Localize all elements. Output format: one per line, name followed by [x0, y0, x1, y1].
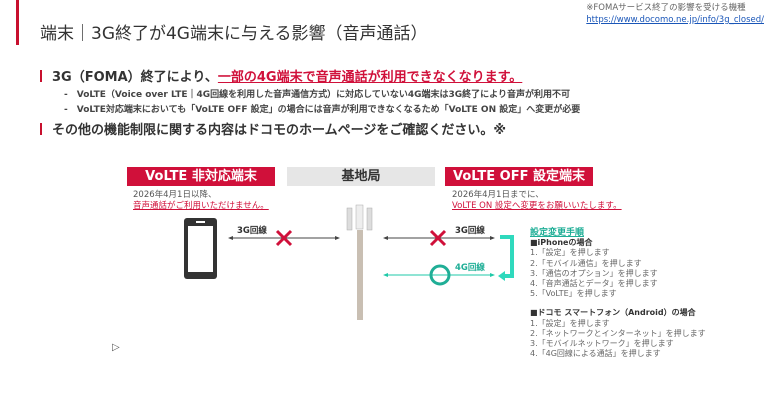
left-note-1: 2026年4月1日以降、: [133, 190, 217, 200]
title-accent-bar: [16, 0, 19, 45]
x-mark-icon: [275, 229, 293, 247]
sub-bullet-1: - VoLTE（Voice over LTE｜4G回線を利用した音声通信方式）に…: [64, 90, 570, 100]
mouse-cursor-icon: ▷: [112, 342, 120, 353]
step: 3.「モバイルネットワーク」を押します: [530, 339, 674, 349]
label-volte-off: VoLTE OFF 設定端末: [445, 167, 593, 186]
phone-icon: [184, 218, 217, 279]
step: 2.「モバイル通信」を押します: [530, 258, 642, 268]
right-note-2: VoLTE ON 設定へ変更をお願いいたします。: [452, 201, 622, 211]
footnote-link[interactable]: https://www.docomo.ne.jp/info/3g_closed/: [586, 15, 764, 25]
circle-ok-icon: [429, 264, 451, 286]
android-title: ■ドコモ スマートフォン（Android）の場合: [530, 308, 696, 318]
footnote-text: ※FOMAサービス終了の影響を受ける機種: [586, 3, 746, 13]
label-volte-unsupported: VoLTE 非対応端末: [127, 167, 275, 186]
step: 1.「設定」を押します: [530, 318, 610, 328]
diagram-graphics: [184, 204, 514, 320]
footnote: ※FOMAサービス終了の影響を受ける機種 https://www.docomo.…: [586, 2, 764, 26]
label-base-station: 基地局: [287, 167, 435, 186]
bullet-1-prefix: 3G（FOMA）終了により、: [52, 70, 218, 85]
step: 1.「設定」を押します: [530, 248, 610, 258]
step: 3.「通信のオプション」を押します: [530, 268, 658, 278]
line-4g: 4G回線: [455, 263, 485, 273]
settings-steps: 設定変更手順 ■iPhoneの場合 1.「設定」を押します 2.「モバイル通信」…: [530, 228, 706, 359]
iphone-title: ■iPhoneの場合: [530, 238, 593, 248]
step: 2.「ネットワークとインターネット」を押します: [530, 328, 706, 338]
bullet-marker: [40, 123, 42, 135]
line-3g-right: 3G回線: [455, 226, 485, 236]
left-note-2: 音声通話がご利用いただけません。: [133, 201, 269, 211]
bullet-2-text: その他の機能制限に関する内容はドコモのホームページをご確認ください。※: [52, 123, 506, 138]
base-station-icon: [346, 204, 373, 320]
steps-heading: 設定変更手順: [530, 228, 585, 238]
right-note-1: 2026年4月1日までに、: [452, 190, 544, 200]
page-title: 端末｜3G終了が4G端末に与える影響（音声通話）: [40, 24, 428, 44]
bullet-marker: [40, 70, 42, 82]
right-note: 2026年4月1日までに、VoLTE ON 設定へ変更をお願いいたします。: [452, 190, 622, 212]
step: 4.「音声通話とデータ」を押します: [530, 279, 658, 289]
step: 4.「4G回線による通話」を押します: [530, 349, 661, 359]
x-mark-icon: [429, 229, 447, 247]
arrow-4g: [383, 273, 495, 277]
left-note: 2026年4月1日以降、音声通話がご利用いただけません。: [133, 190, 269, 212]
step: 5.「VoLTE」を押します: [530, 289, 617, 299]
bullet-1-highlight: 一部の4G端末で音声通話が利用できなくなります。: [217, 70, 523, 85]
bullet-1: 3G（FOMA）終了により、一部の4G端末で音声通話が利用できなくなります。: [40, 66, 522, 85]
switch-bracket-arrow: [500, 235, 514, 278]
bullet-2: その他の機能制限に関する内容はドコモのホームページをご確認ください。※: [40, 119, 506, 138]
line-3g-left: 3G回線: [237, 226, 267, 236]
sub-bullet-2: - VoLTE対応端末においても「VoLTE OFF 設定」の場合には音声が利用…: [64, 105, 581, 115]
